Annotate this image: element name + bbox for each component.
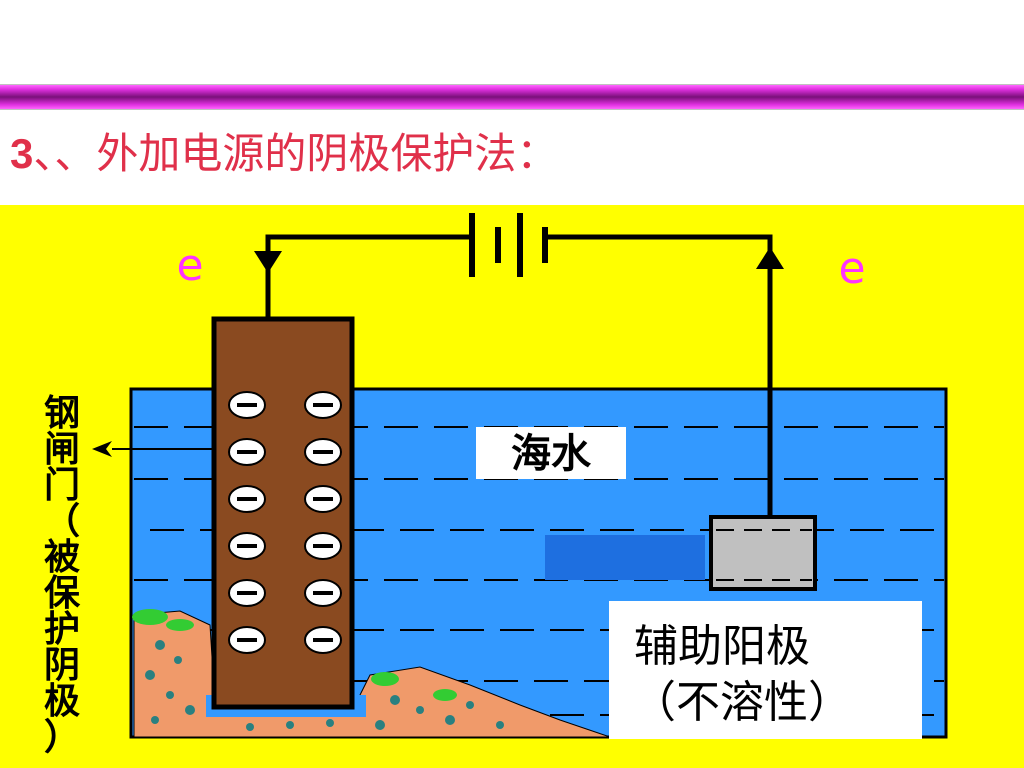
seaweed (132, 609, 457, 701)
gate-label-char: 护 (44, 609, 80, 650)
negative-charges (228, 391, 342, 654)
battery-icon (469, 213, 548, 277)
seawater-label-bg (476, 427, 626, 479)
anode-water-lines (716, 529, 812, 581)
electron-label-right: e (838, 243, 865, 294)
gate-label-char: 门 (44, 465, 80, 506)
gate-label-char: ） (44, 717, 80, 758)
gate-label-char: 被 (44, 537, 80, 578)
gate-pointer-arrow (92, 441, 112, 457)
decorative-top-bar (0, 84, 1024, 110)
gate-label-char: （ (44, 501, 80, 542)
anode-label-line2: （不溶性） (632, 677, 852, 728)
slide-title: 3、、外加电源的阴极保护法： (10, 128, 558, 180)
title-number: 3 (10, 130, 34, 177)
anode-label-box (609, 601, 922, 739)
gate-label-char: 极 (44, 681, 80, 722)
seawater-label: 海水 (511, 431, 592, 477)
title-text: 、、外加电源的阴极保护法： (33, 129, 559, 178)
gate-label-char: 保 (44, 573, 81, 614)
circuit-wires (265, 234, 773, 517)
gate-label-char: 阴 (44, 645, 80, 686)
electron-flow-arrow-down (254, 251, 282, 273)
gate-label-char: 闸 (44, 429, 80, 470)
seabed-rocks (145, 640, 504, 731)
auxiliary-anode (709, 515, 817, 591)
gate-label-char: 钢 (44, 393, 80, 434)
electron-label-left: e (176, 240, 203, 291)
electron-flow-arrow-up (756, 247, 784, 269)
anode-label-line1: 辅助阳极 (634, 621, 810, 672)
water-highlight-block (545, 535, 705, 580)
